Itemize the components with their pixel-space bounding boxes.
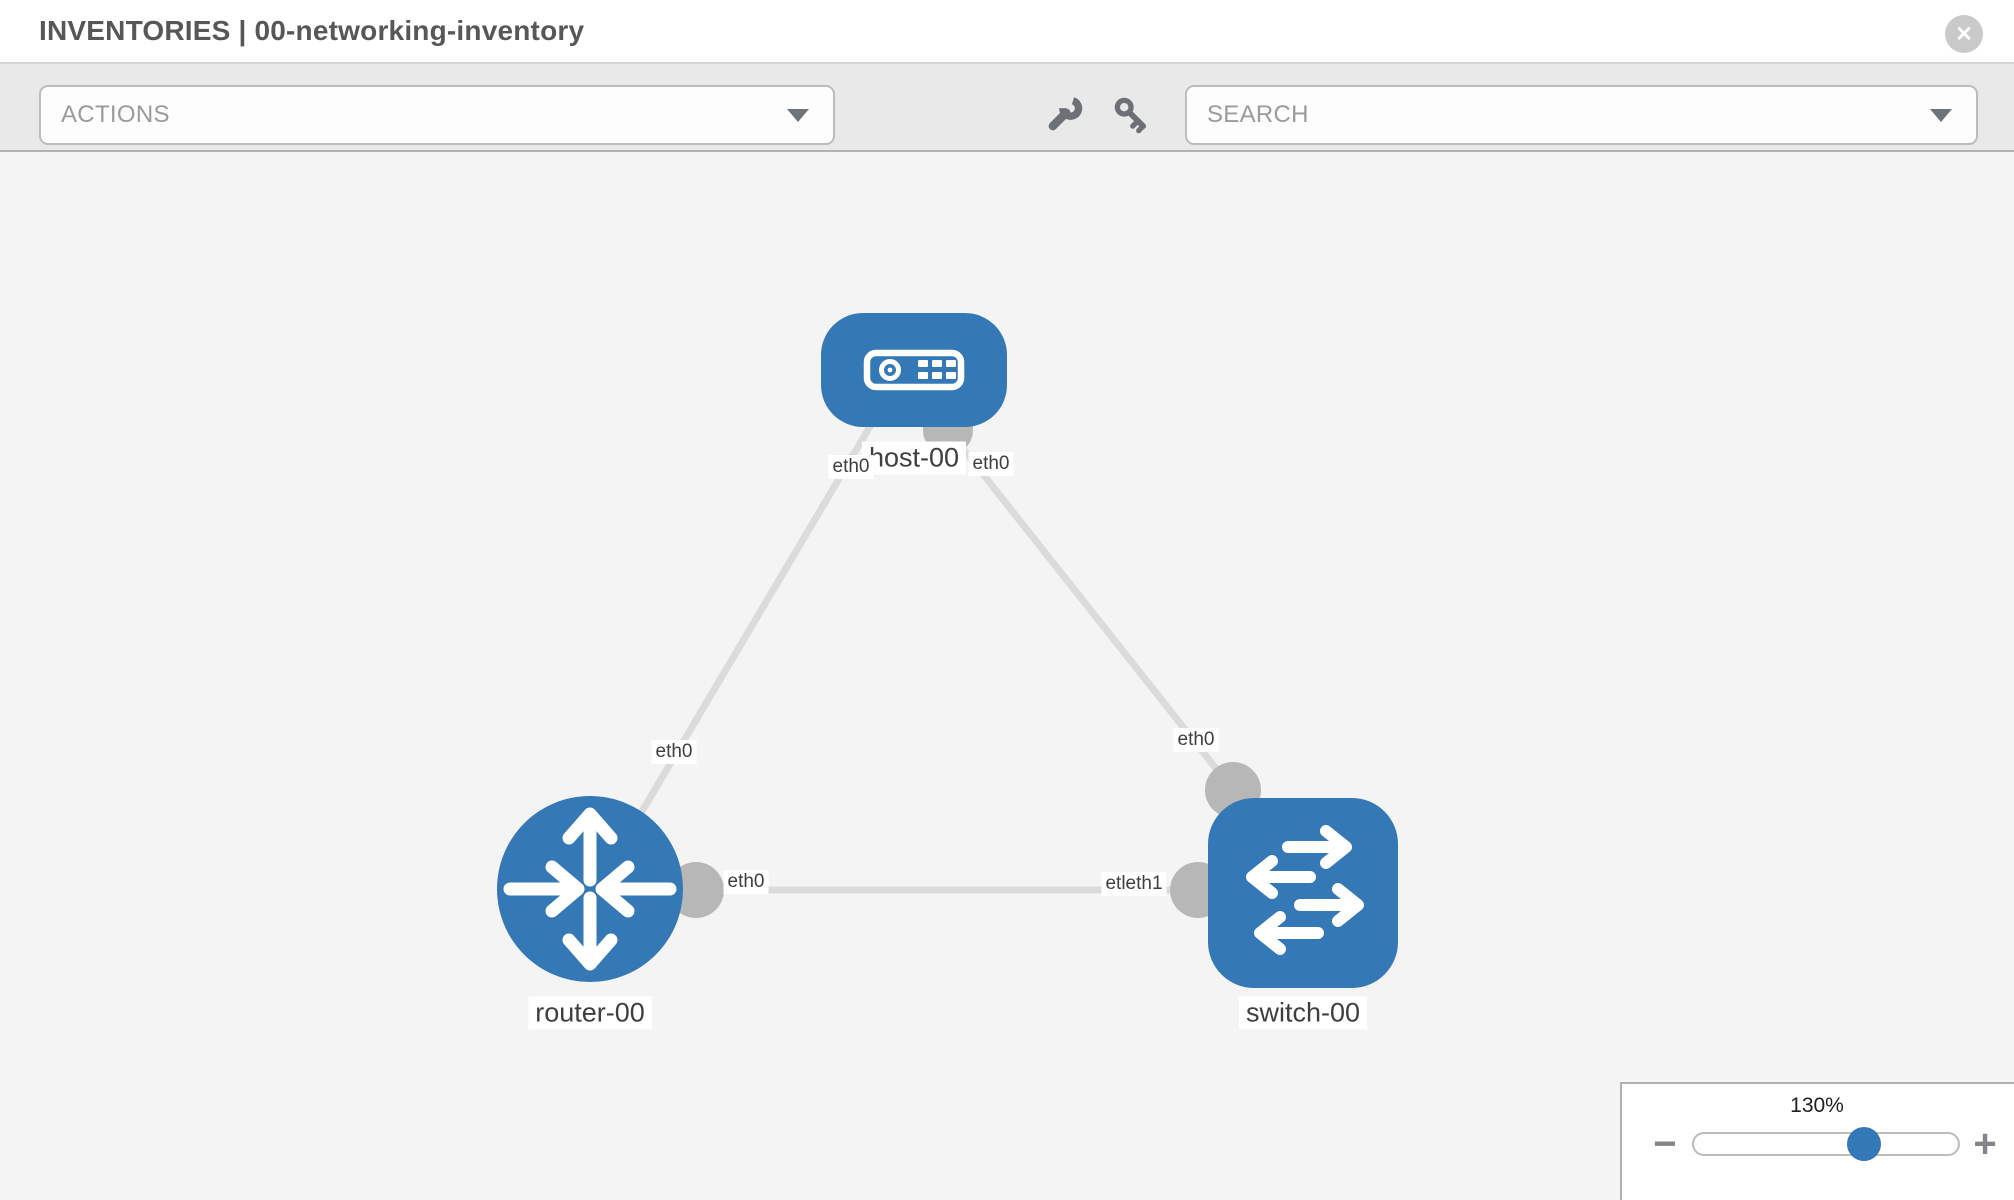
- minus-icon: −: [1653, 1122, 1677, 1166]
- link-host-switch[interactable]: [944, 426, 1237, 794]
- zoom-out-button[interactable]: −: [1650, 1122, 1680, 1166]
- key-icon: [1114, 97, 1147, 134]
- chevron-down-icon: [1930, 109, 1952, 122]
- node-switch-00[interactable]: [1208, 798, 1398, 988]
- switch-icon: [1246, 825, 1364, 955]
- zoom-widget: 130% − +: [1620, 1082, 2014, 1200]
- router-icon: [503, 807, 677, 971]
- node-host-00[interactable]: [821, 313, 1007, 427]
- search-placeholder: SEARCH: [1207, 101, 1309, 128]
- topology-canvas[interactable]: [0, 152, 2014, 1200]
- page-title: INVENTORIES | 00-networking-inventory: [39, 15, 585, 46]
- toolbar-icon-group: [1043, 85, 1153, 145]
- toolbar: ACTIONS SEARCH: [0, 62, 2014, 152]
- zoom-level-label: 130%: [1790, 1094, 1844, 1117]
- chevron-down-icon: [787, 109, 809, 122]
- actions-dropdown[interactable]: ACTIONS: [39, 85, 835, 145]
- zoom-in-button[interactable]: +: [1970, 1122, 2000, 1166]
- search-dropdown[interactable]: SEARCH: [1185, 85, 1978, 145]
- host-icon: [863, 349, 965, 391]
- wrench-icon: [1048, 96, 1083, 131]
- plus-icon: +: [1973, 1122, 1997, 1166]
- close-button[interactable]: ✕: [1945, 15, 1983, 53]
- panel-header: INVENTORIES | 00-networking-inventory ✕: [0, 0, 2014, 62]
- node-router-00[interactable]: [497, 796, 683, 982]
- configure-button[interactable]: [1043, 94, 1085, 136]
- zoom-slider-track[interactable]: [1692, 1132, 1960, 1156]
- close-icon: ✕: [1955, 22, 1973, 46]
- actions-dropdown-label: ACTIONS: [61, 101, 170, 128]
- zoom-slider-handle[interactable]: [1846, 1127, 1881, 1161]
- link-host-router[interactable]: [608, 414, 879, 866]
- credentials-button[interactable]: [1111, 94, 1153, 136]
